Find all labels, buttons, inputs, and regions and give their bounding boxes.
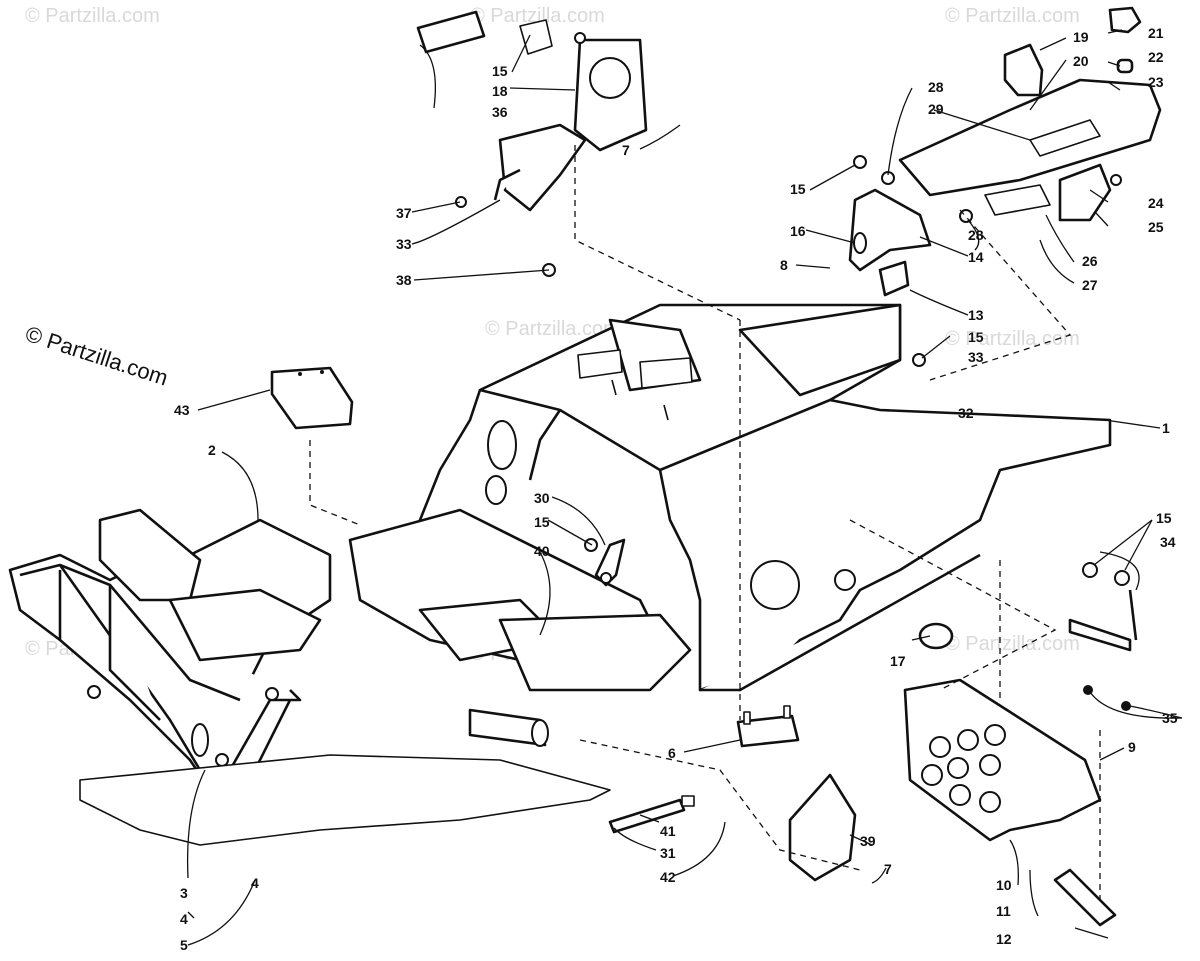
watermark-faint-3: © Partzilla.com <box>945 5 1080 27</box>
callout-22: 22 <box>1148 49 1164 65</box>
callout-7-top: 7 <box>622 142 630 158</box>
callout-1: 1 <box>1162 420 1170 436</box>
callout-4b: 4 <box>251 875 259 891</box>
callout-13: 13 <box>968 307 984 323</box>
callout-numbers: 1 2 3 4 4 5 6 7 7 8 9 10 11 12 13 14 15 … <box>174 25 1178 953</box>
callout-19: 19 <box>1073 29 1089 45</box>
callout-27: 27 <box>1082 277 1098 293</box>
callout-43: 43 <box>174 402 190 418</box>
part-30-lever <box>594 538 626 587</box>
part-39-plate <box>788 773 857 882</box>
callout-7-bottom: 7 <box>884 861 892 877</box>
part-36-decal <box>416 10 486 54</box>
callout-33-left: 33 <box>396 236 412 252</box>
callout-20: 20 <box>1073 53 1089 69</box>
callout-28-lower: 28 <box>968 227 984 243</box>
callout-3: 3 <box>180 885 188 901</box>
callout-4: 4 <box>180 911 188 927</box>
callout-38: 38 <box>396 272 412 288</box>
callout-15-lever: 15 <box>534 514 550 530</box>
callout-31: 31 <box>660 845 676 861</box>
callout-16: 16 <box>790 223 806 239</box>
leader-lines <box>186 29 1183 946</box>
callout-15-handle: 15 <box>1156 510 1172 526</box>
callout-41: 41 <box>660 823 676 839</box>
watermark-faint-2: © Partzilla.com <box>470 5 605 27</box>
part-belly-plate <box>348 508 692 747</box>
callout-24: 24 <box>1148 195 1164 211</box>
part-15-top-washer <box>519 19 553 55</box>
callout-29: 29 <box>928 101 944 117</box>
tunnel-top-brackets <box>577 349 693 421</box>
callout-17: 17 <box>890 653 906 669</box>
callout-5: 5 <box>180 937 188 953</box>
callout-12: 12 <box>996 931 1012 947</box>
callout-21: 21 <box>1148 25 1164 41</box>
part-19-clip <box>1003 43 1044 97</box>
callout-2: 2 <box>208 442 216 458</box>
part-16-bracket <box>848 188 932 297</box>
callout-18: 18 <box>492 83 508 99</box>
callout-28-top: 28 <box>928 79 944 95</box>
callout-15-right: 15 <box>968 329 984 345</box>
watermark-faint-8: © Partzilla.com <box>945 633 1080 655</box>
part-21-knob <box>1108 6 1142 74</box>
callout-9: 9 <box>1128 739 1136 755</box>
callout-25: 25 <box>1148 219 1164 235</box>
assembly-dashed-lines <box>309 145 1101 900</box>
callout-37: 37 <box>396 205 412 221</box>
callout-15-top: 15 <box>492 63 508 79</box>
callout-34: 34 <box>1160 534 1176 550</box>
callout-23: 23 <box>1148 74 1164 90</box>
callout-39: 39 <box>860 833 876 849</box>
part-17-plug <box>918 622 954 650</box>
callout-30: 30 <box>534 490 550 506</box>
callout-14: 14 <box>968 249 984 265</box>
part-31-link <box>608 795 695 834</box>
callout-10: 10 <box>996 877 1012 893</box>
hardware-nuts <box>455 32 1122 552</box>
part-11-skid-plate <box>903 678 1102 842</box>
part-43-plate <box>270 366 354 430</box>
watermark-main: © Partzilla.com <box>22 321 171 391</box>
part-34-handle <box>1068 562 1138 711</box>
watermark-faint-5: © Partzilla.com <box>945 328 1080 350</box>
callout-42: 42 <box>660 869 676 885</box>
callout-36: 36 <box>492 104 508 120</box>
part-12-strip <box>1053 868 1117 927</box>
part-3-bottom-pan <box>79 754 611 846</box>
watermark-faint-1: © Partzilla.com <box>25 5 160 27</box>
callout-11: 11 <box>996 903 1011 919</box>
callout-32: 32 <box>958 405 974 421</box>
callout-26: 26 <box>1082 253 1098 269</box>
callout-8: 8 <box>780 257 788 273</box>
part-2-front-frame <box>8 508 332 792</box>
callout-33-right: 33 <box>968 349 984 365</box>
part-18-steering-bracket <box>493 38 648 212</box>
part-6-bracket <box>736 705 800 748</box>
callout-40: 40 <box>534 543 550 559</box>
callout-35: 35 <box>1162 710 1178 726</box>
callout-15-console: 15 <box>790 181 806 197</box>
watermark-faint-4: © Partzilla.com <box>485 318 620 340</box>
part-23-console <box>898 78 1162 222</box>
callout-6: 6 <box>668 745 676 761</box>
